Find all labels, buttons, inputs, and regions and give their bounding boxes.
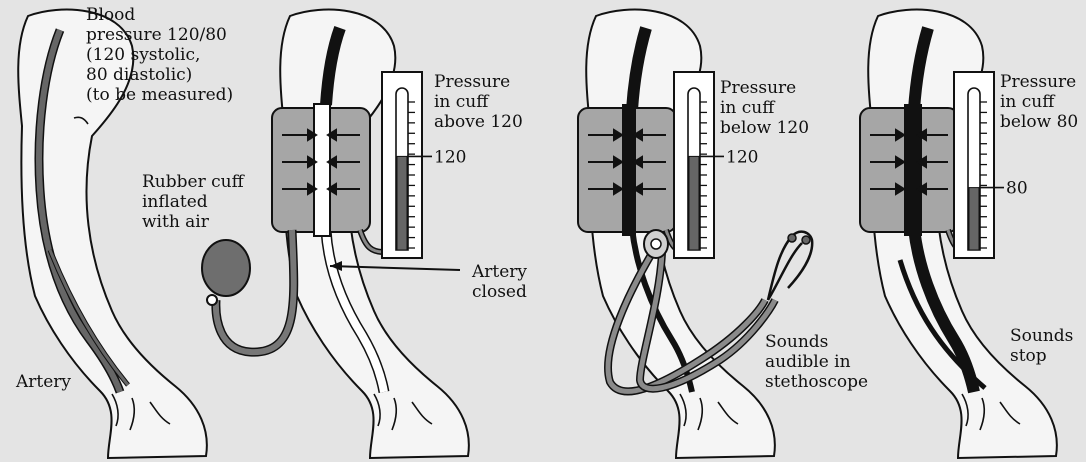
artery-closed-label: Artery closed (472, 262, 527, 302)
sounds-audible-label: Sounds audible in stethoscope (765, 332, 868, 392)
sounds-stop-label: Sounds stop (1010, 326, 1073, 366)
inflation-bulb (202, 240, 250, 296)
pressure-label-below-80: Pressure in cuff below 80 (1000, 72, 1078, 132)
gauge-reading: 120 (726, 147, 758, 167)
mercury-column (689, 156, 699, 250)
pressure-label-above-120: Pressure in cuff above 120 (434, 72, 523, 132)
artery-label: Artery (16, 372, 71, 392)
panel-cuff-inflated (202, 10, 469, 458)
pressure-label-below-120: Pressure in cuff below 120 (720, 78, 809, 138)
mercury-column (397, 156, 407, 250)
mercury-column (969, 188, 979, 250)
gauge-reading: 80 (1006, 179, 1028, 199)
rubber-cuff-label: Rubber cuff inflated with air (142, 172, 244, 232)
blood-pressure-label: Blood pressure 120/80 (120 systolic, 80 … (86, 5, 233, 105)
gauge-reading: 120 (434, 147, 466, 167)
